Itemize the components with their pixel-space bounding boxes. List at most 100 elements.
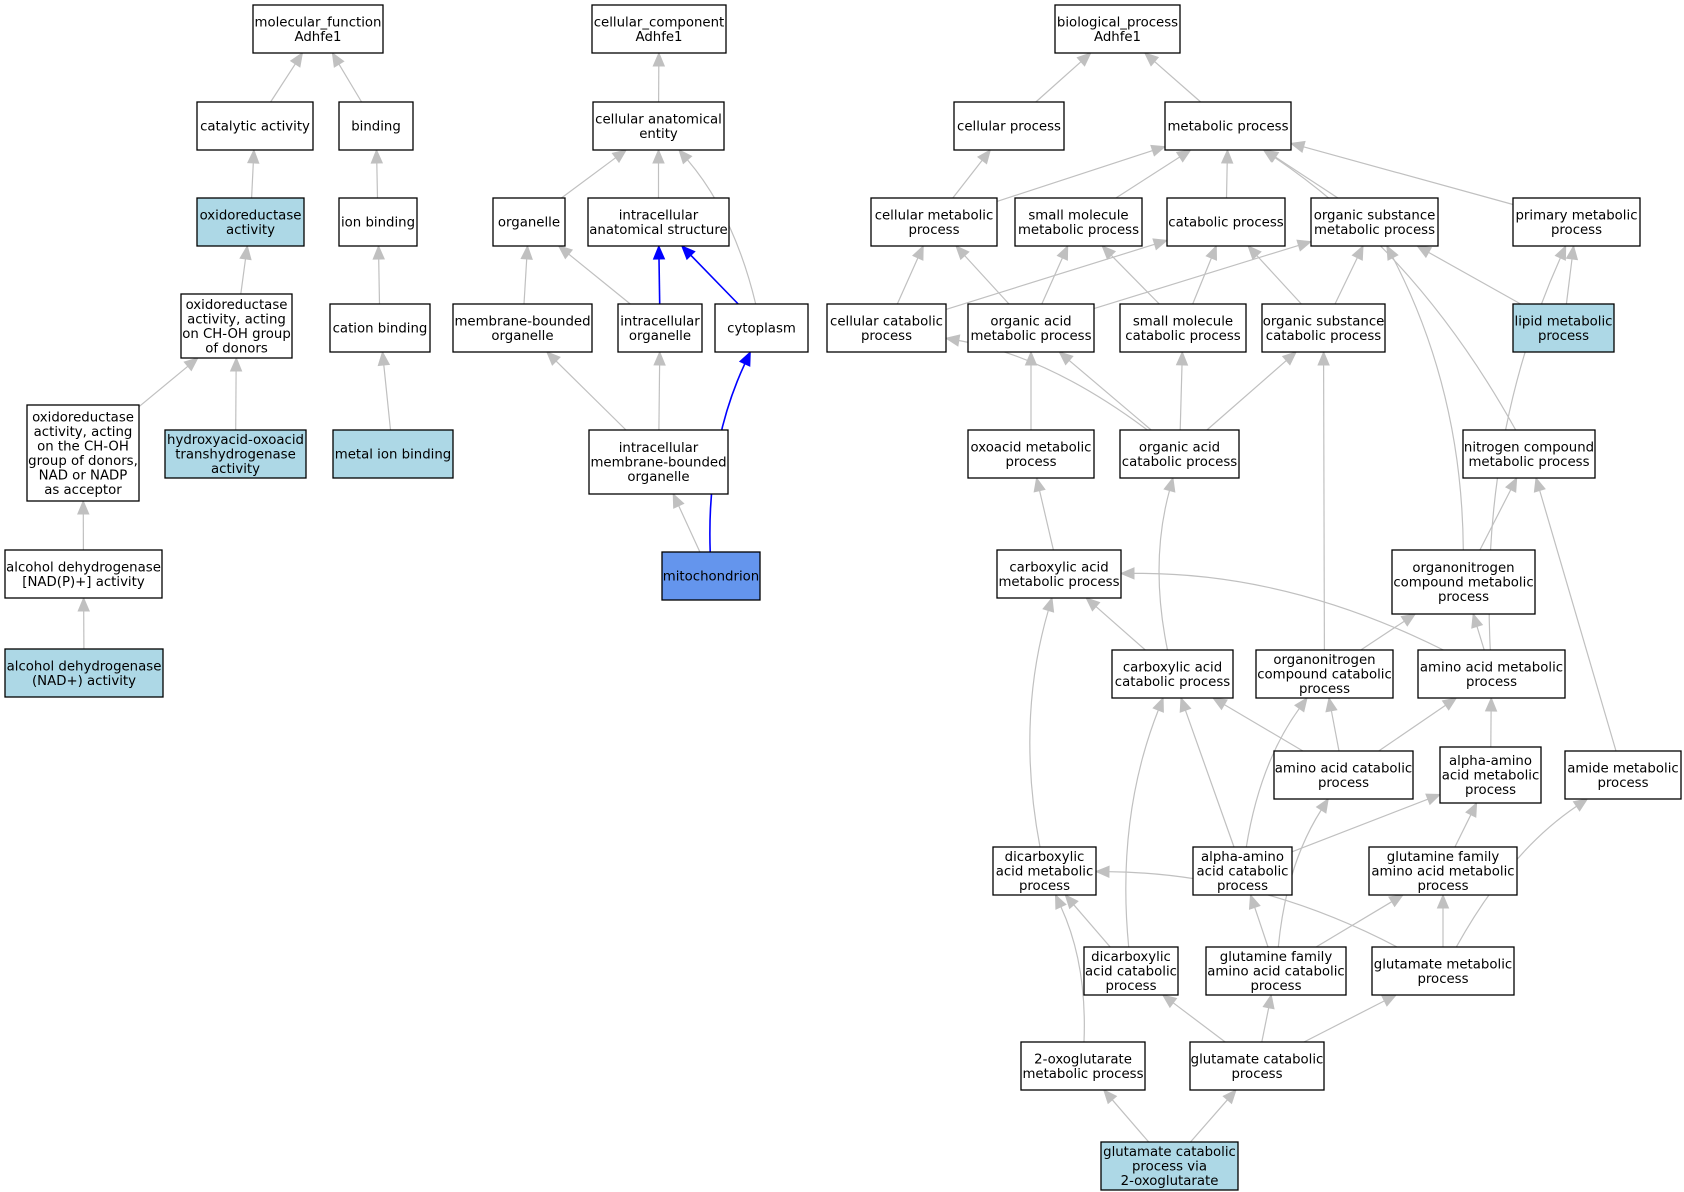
term-node-bind[interactable]: binding: [338, 101, 414, 151]
term-node-cellp[interactable]: cellular process: [953, 101, 1065, 151]
term-label-line: intracellular: [619, 441, 699, 456]
edge-arrowhead-gfacp-alphacp: [1248, 893, 1261, 910]
term-box: [1273, 750, 1414, 800]
edge-arrowhead-ccp-catp: [1152, 238, 1169, 251]
term-box: [1368, 846, 1518, 896]
edge-glucp-to-dcacp: [1172, 1002, 1226, 1043]
term-label-line: organic substance: [1314, 208, 1436, 223]
term-node-cat[interactable]: catalytic activity: [196, 101, 314, 151]
edge-oxred-to-cat: [251, 162, 254, 199]
term-label-line: process: [1465, 783, 1516, 798]
term-node-adhnad[interactable]: alcohol dehydrogenase(NAD+) activity: [4, 648, 164, 698]
term-box: [1205, 946, 1347, 996]
term-label-line: organelle: [627, 470, 689, 485]
edge-cmp-to-cellp: [952, 159, 983, 199]
term-box: [592, 101, 725, 151]
edge-arrowhead-oscp-osmp: [1351, 244, 1364, 261]
term-label-line: process: [1538, 329, 1589, 344]
term-node-catb[interactable]: cation binding: [329, 303, 431, 353]
term-box: [4, 648, 164, 698]
edge-arrowhead-dcacp-dcamp: [1064, 894, 1079, 910]
edge-osmp-to-metp: [1275, 156, 1339, 199]
edge-ccp-to-cmp: [896, 257, 919, 305]
term-node-metp[interactable]: metabolic process: [1164, 101, 1292, 151]
term-label-line: glutamine family: [1220, 950, 1333, 965]
term-label-line: activity: [211, 462, 260, 477]
edge-oamp-to-cmp: [964, 255, 1010, 305]
term-node-catp[interactable]: catabolic process: [1166, 197, 1286, 247]
term-node-mito[interactable]: mitochondrion: [661, 551, 761, 601]
edge-smcp-to-smmp: [1110, 254, 1160, 305]
edge-arrowhead-aamp-pmp: [1554, 244, 1567, 261]
edge-arrowhead-cacp-camp: [1085, 597, 1101, 612]
edge-oacp-to-oscp: [1206, 360, 1287, 431]
term-label-line: metabolic process: [1314, 223, 1435, 238]
term-label-line: metabolic process: [1022, 1067, 1143, 1082]
edge-imbo-to-io: [658, 364, 661, 431]
term-label-line: organelle: [498, 216, 560, 231]
term-label-line: amino acid metabolic: [1371, 865, 1514, 880]
term-node-orgn[interactable]: organelle: [492, 197, 566, 247]
term-node-hydroxy[interactable]: hydroxyacid-oxoacidtranshydrogenaseactiv…: [164, 429, 307, 479]
term-label-line: on CH-OH group: [182, 327, 291, 342]
term-node-ionb[interactable]: ion binding: [338, 197, 418, 247]
edge-onccp-to-oscp: [1323, 364, 1325, 651]
term-label-line: process: [1217, 879, 1268, 894]
term-box: [164, 429, 307, 479]
edge-orgn-to-cae: [561, 157, 617, 199]
term-label-line: [NAD(P)+] activity: [22, 575, 145, 590]
term-node-metal[interactable]: metal ion binding: [332, 429, 454, 479]
edge-arrowhead-mbo-orgn: [520, 244, 533, 260]
term-node-cyto[interactable]: cytoplasm: [714, 303, 809, 353]
term-label-line: metabolic process: [1018, 223, 1139, 238]
edge-arrowhead-onccp-oscp: [1317, 350, 1330, 366]
term-label-line: group of donors,: [28, 454, 138, 469]
term-label-line: process: [1005, 455, 1056, 470]
edge-oxch-to-oxred: [240, 258, 247, 295]
term-box: [967, 429, 1095, 479]
term-box: [1192, 846, 1293, 896]
term-node-adhp[interactable]: alcohol dehydrogenase[NAD(P)+] activity: [4, 549, 163, 599]
